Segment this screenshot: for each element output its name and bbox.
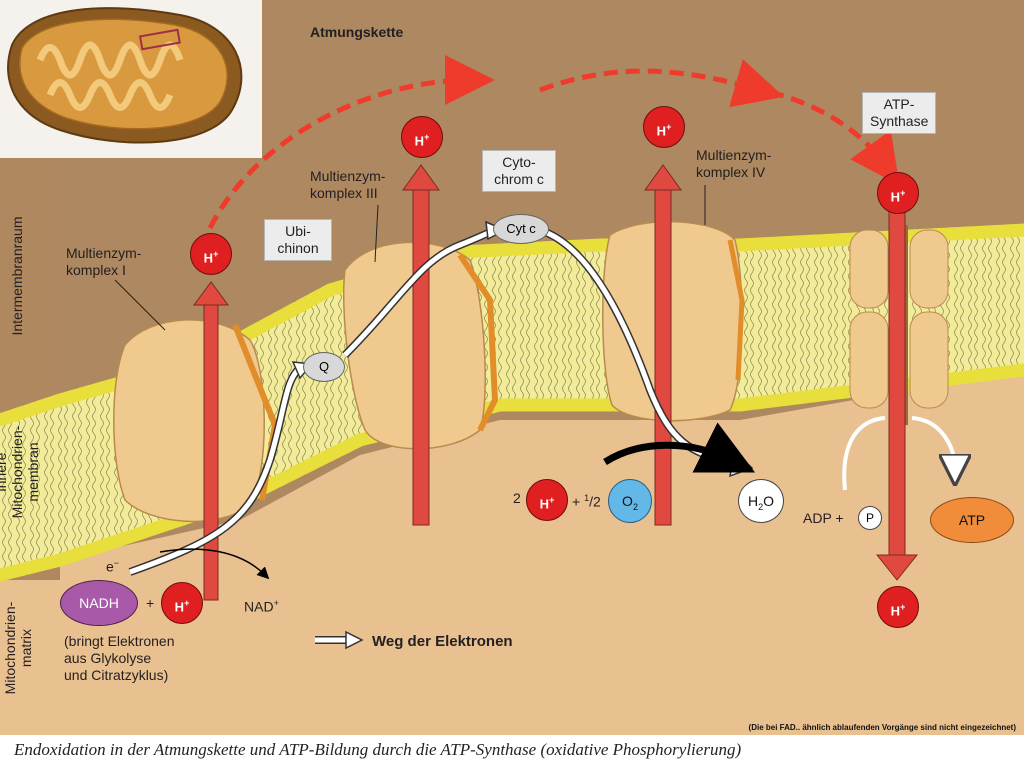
complex-3-edge xyxy=(457,253,499,432)
figure-caption: Endoxidation in der Atmungskette und ATP… xyxy=(14,740,742,759)
background-matrix xyxy=(0,370,1024,735)
legend-electron-path: Weg der Elektronen xyxy=(372,633,513,650)
footnote: (Die bei FAD.. ähnlich ablaufenden Vorgä… xyxy=(748,723,1016,732)
proton-complex-3-top: H+ xyxy=(401,116,443,158)
region-stripe-matrix xyxy=(0,580,60,735)
oxygen-reduction-arrow xyxy=(603,422,756,473)
leader-complex-1 xyxy=(114,279,166,331)
nadh-oxidation-arrow xyxy=(159,548,270,580)
proton-atp-synthase-bottom: H+ xyxy=(877,586,919,628)
water-molecule: H2O xyxy=(738,479,784,523)
complex-1-label: Multienzym- komplex I xyxy=(66,245,142,278)
atp-synthase-label: ATP- Synthase xyxy=(862,92,936,134)
atp-molecule: ATP xyxy=(930,497,1014,543)
complex-1-shape xyxy=(113,319,265,523)
membrane-label: innere Mitochondrien- membran xyxy=(0,425,41,519)
oxygen-molecule: O2 xyxy=(608,479,652,523)
proton-arrow-complex-1 xyxy=(193,281,229,601)
equation-half: + 1/2 xyxy=(572,493,601,510)
proton-arrow-atp-synthase xyxy=(875,209,919,581)
diagram-title: Atmungskette xyxy=(310,24,404,40)
proton-water-formation: H+ xyxy=(526,479,568,521)
mitochondrion-illustration xyxy=(7,7,243,144)
caption-background xyxy=(0,735,1024,768)
proton-transfer-arc-3 xyxy=(769,89,900,186)
proton-atp-synthase-top: H+ xyxy=(877,172,919,214)
proton-complex-4-top: H+ xyxy=(643,106,685,148)
equation-coefficient: 2 xyxy=(513,490,521,506)
nadh-plus-sign: + xyxy=(146,595,155,611)
matrix-label: Mitochondrien- matrix xyxy=(2,601,34,695)
proton-arrow-complex-4 xyxy=(644,164,682,526)
proton-nadh: H+ xyxy=(161,582,203,624)
leader-complex-3 xyxy=(374,204,379,263)
cytochrome-c-carrier: Cyt c xyxy=(493,214,549,244)
adp-label: ADP + xyxy=(803,510,844,526)
nadh-source-note: (bringt Elektronen aus Glykolyse und Cit… xyxy=(64,633,175,683)
phosphate-molecule: P xyxy=(858,506,882,530)
proton-transfer-arc-2 xyxy=(539,59,785,108)
nadh-molecule: NADH xyxy=(60,580,138,626)
complex-4-edge xyxy=(727,239,745,381)
proton-complex-1-top: H+ xyxy=(190,233,232,275)
proton-transfer-arc-1 xyxy=(207,55,495,230)
electron-label: e− xyxy=(106,558,120,575)
ubiquinone-q: Q xyxy=(303,352,345,382)
nad-plus-label: NAD+ xyxy=(244,598,279,615)
complex-4-label: Multienzym- komplex IV xyxy=(696,147,772,180)
ubichinon-label: Ubi- chinon xyxy=(264,219,332,261)
adp-input-arrow xyxy=(842,416,886,491)
complex-4-shape xyxy=(602,220,743,422)
atp-output-arrow xyxy=(911,416,955,470)
complex-3-label: Multienzym- komplex III xyxy=(310,168,386,201)
cytochrom-c-label: Cyto- chrom c xyxy=(482,150,556,192)
intermembrane-label: Intermembranraum xyxy=(9,216,25,336)
